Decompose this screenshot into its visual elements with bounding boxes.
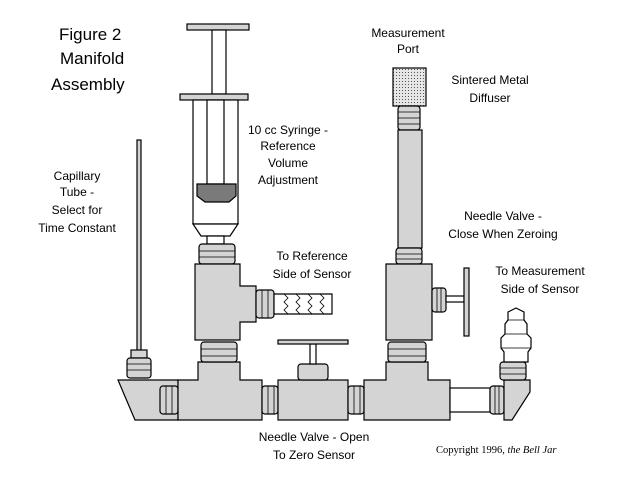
svg-text:To Measurement: To Measurement bbox=[495, 264, 585, 278]
label-capillary: Capillary Tube - Select for Time Constan… bbox=[38, 169, 116, 235]
label-needle-valve-right: Needle Valve - Close When Zeroing bbox=[448, 209, 557, 241]
svg-text:To Reference: To Reference bbox=[276, 249, 348, 263]
sintered-diffuser bbox=[392, 67, 427, 107]
svg-text:Side of Sensor: Side of Sensor bbox=[501, 282, 580, 296]
copyright: Copyright 1996, the Bell Jar bbox=[436, 445, 557, 456]
connector-tube bbox=[449, 387, 491, 413]
label-to-reference: To Reference Side of Sensor bbox=[273, 249, 352, 281]
title-line-2: Manifold bbox=[60, 49, 124, 68]
label-syringe: 10 cc Syringe - Reference Volume Adjustm… bbox=[248, 123, 328, 187]
svg-text:10 cc Syringe -: 10 cc Syringe - bbox=[248, 123, 328, 137]
right-elbow bbox=[489, 307, 532, 421]
label-measurement-port: Measurement Port bbox=[371, 26, 445, 56]
syringe bbox=[179, 23, 250, 245]
left-tee-fitting bbox=[200, 341, 238, 363]
left-elbow-fitting bbox=[159, 385, 179, 415]
svg-text:Port: Port bbox=[397, 42, 420, 56]
measurement-assembly bbox=[385, 67, 470, 341]
svg-text:Close When Zeroing: Close When Zeroing bbox=[448, 227, 557, 241]
svg-text:Capillary: Capillary bbox=[54, 169, 101, 183]
label-to-measurement: To Measurement Side of Sensor bbox=[495, 264, 585, 296]
figure-title: Figure 2 Manifold Assembly bbox=[51, 25, 125, 94]
title-line-3: Assembly bbox=[51, 75, 125, 94]
left-tee bbox=[177, 361, 263, 421]
svg-text:Time Constant: Time Constant bbox=[38, 221, 116, 235]
svg-text:To Zero Sensor: To Zero Sensor bbox=[273, 448, 355, 462]
svg-text:Side of Sensor: Side of Sensor bbox=[273, 267, 352, 281]
svg-text:Reference: Reference bbox=[260, 139, 316, 153]
svg-text:Volume: Volume bbox=[268, 156, 308, 170]
upper-left-tee bbox=[194, 243, 333, 341]
bottom-needle-valve bbox=[261, 339, 365, 421]
svg-text:Select for: Select for bbox=[52, 203, 103, 217]
capillary-tube bbox=[126, 139, 152, 379]
label-needle-valve-bottom: Needle Valve - Open To Zero Sensor bbox=[259, 430, 370, 462]
svg-text:Adjustment: Adjustment bbox=[258, 173, 319, 187]
right-tee-fitting bbox=[387, 341, 427, 363]
title-line-1: Figure 2 bbox=[59, 25, 121, 44]
svg-text:Copyright 1996, the Bell Jar: Copyright 1996, the Bell Jar bbox=[436, 445, 557, 456]
svg-text:Needle Valve -: Needle Valve - bbox=[464, 209, 542, 223]
svg-text:Diffuser: Diffuser bbox=[469, 91, 510, 105]
right-tee bbox=[363, 361, 451, 421]
svg-text:Sintered Metal: Sintered Metal bbox=[451, 73, 528, 87]
label-diffuser: Sintered Metal Diffuser bbox=[451, 73, 528, 105]
svg-text:Measurement: Measurement bbox=[371, 26, 445, 40]
svg-text:Needle Valve - Open: Needle Valve - Open bbox=[259, 430, 370, 444]
svg-text:Tube -: Tube - bbox=[60, 185, 94, 199]
